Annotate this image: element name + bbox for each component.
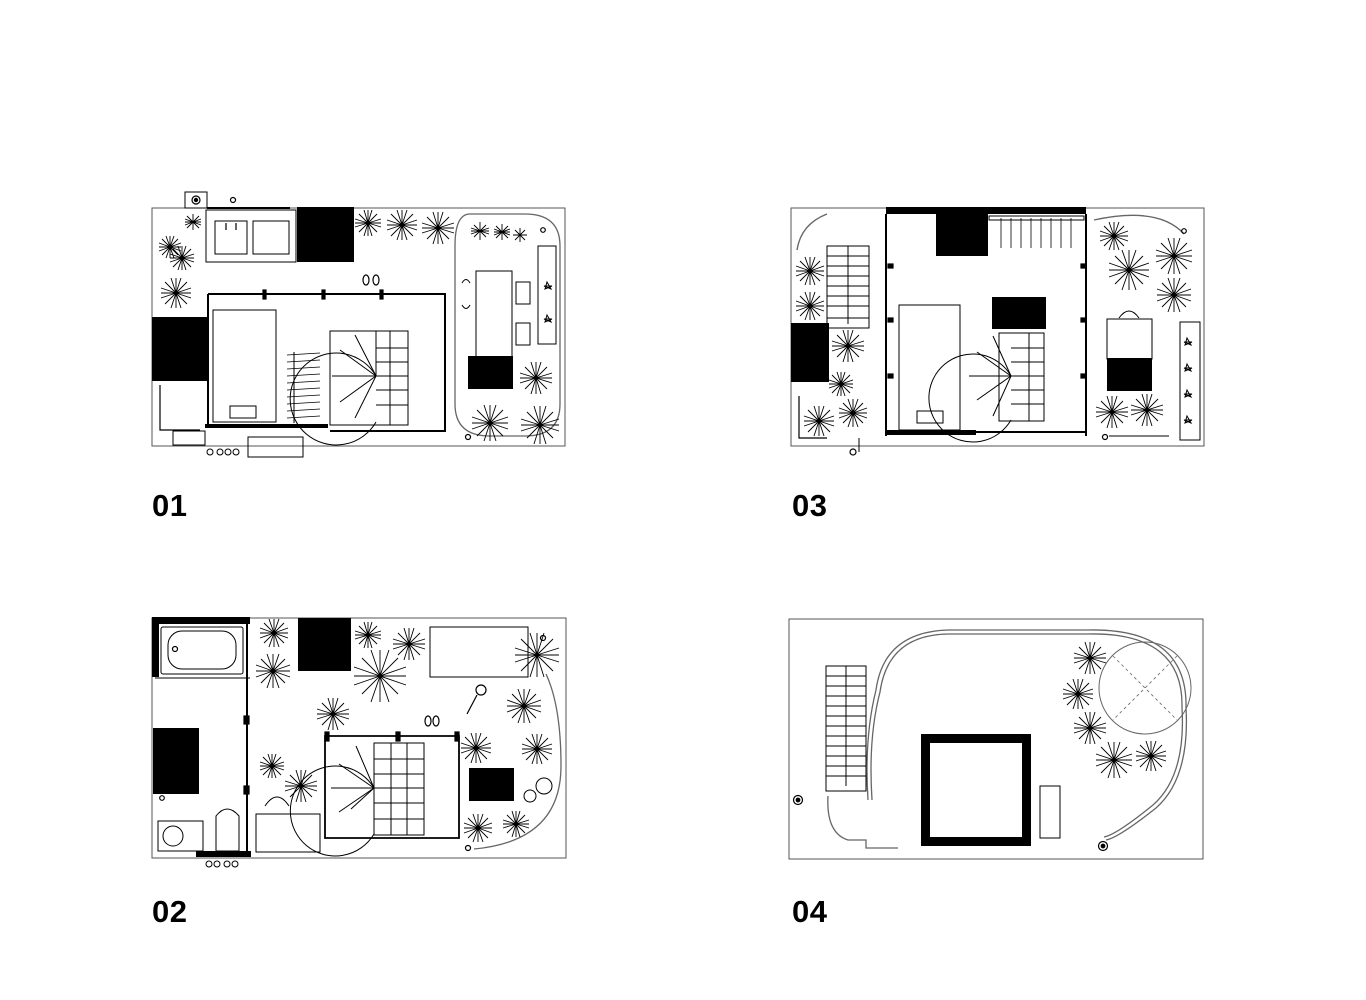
trees <box>255 618 560 843</box>
plan-outline <box>151 617 567 859</box>
plan-outline <box>788 618 1204 860</box>
trees <box>158 209 560 445</box>
void-block <box>791 323 829 382</box>
plan-label-04: 04 <box>792 894 828 929</box>
void-block <box>297 207 354 262</box>
void-block <box>298 618 351 671</box>
floor-plan-04 <box>788 618 1208 863</box>
trees <box>1062 641 1167 779</box>
kitchen-counter <box>205 209 297 263</box>
plan-label-03: 03 <box>792 488 828 523</box>
washbasin <box>157 820 204 852</box>
table <box>475 270 513 358</box>
void-block <box>153 728 199 794</box>
spiral-stair <box>928 332 1045 443</box>
floor-plan-03 <box>789 206 1209 461</box>
void-block <box>152 317 209 381</box>
straight-stair <box>825 665 867 792</box>
void-block <box>468 356 513 389</box>
desk <box>255 813 321 853</box>
bed <box>212 309 277 423</box>
floor-plan-02 <box>151 616 571 874</box>
trees <box>795 221 1193 437</box>
plan-label-01: 01 <box>152 488 188 523</box>
bed <box>898 304 961 431</box>
plan-label-02: 02 <box>152 894 188 929</box>
void-block <box>936 214 988 256</box>
spiral-stair <box>289 330 409 446</box>
void-block <box>992 297 1046 329</box>
spiral-stair <box>289 742 425 857</box>
floor-plan-01 <box>150 190 570 465</box>
bathtub <box>160 626 244 675</box>
void-block <box>886 207 1086 214</box>
void-block <box>1107 358 1152 391</box>
void-block <box>469 768 514 801</box>
straight-stair <box>826 245 870 329</box>
